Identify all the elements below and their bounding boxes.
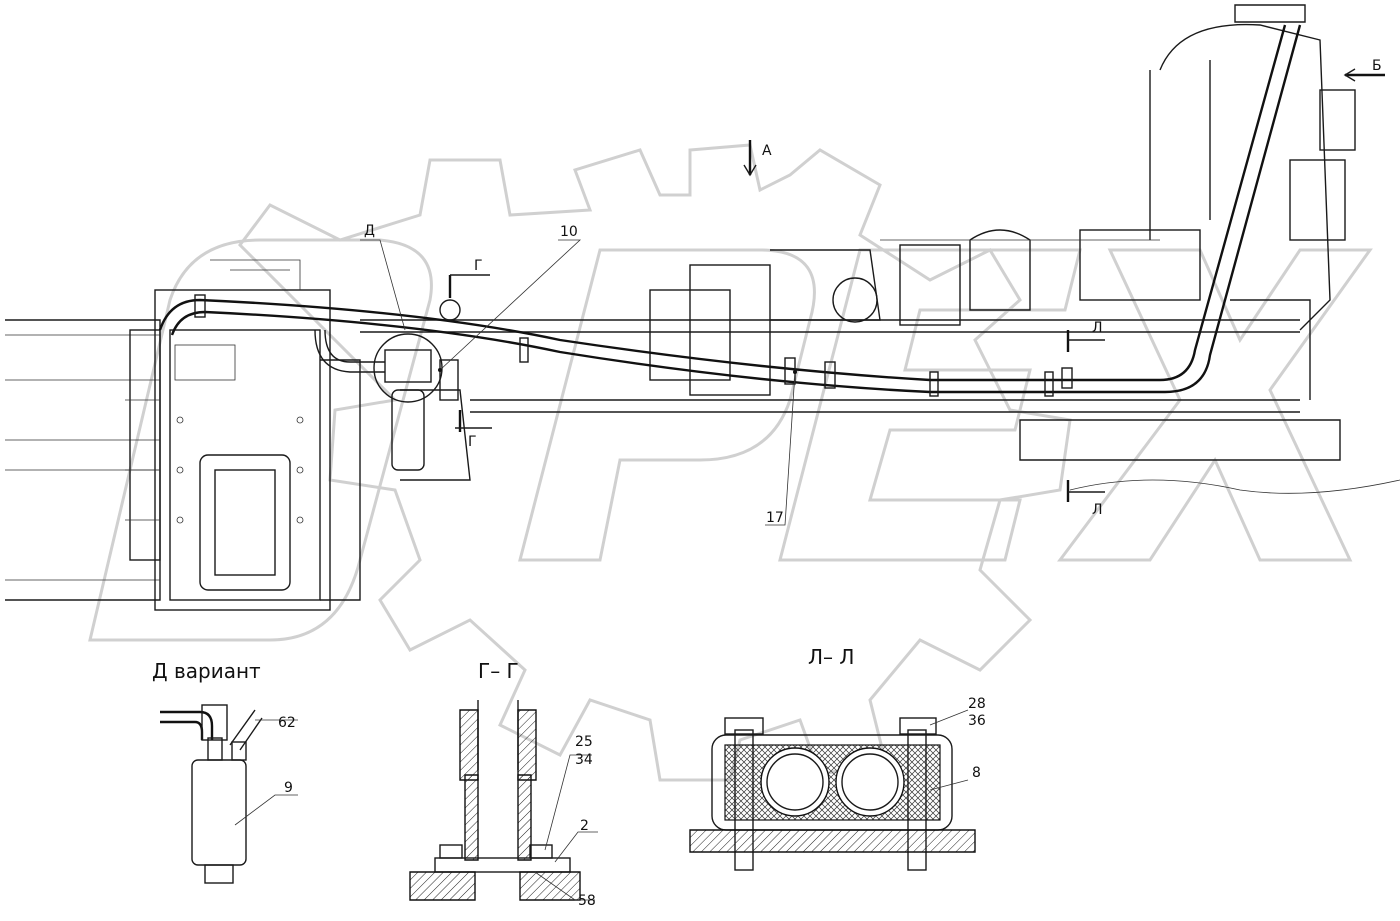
- cut-g-top-label: Г: [474, 258, 483, 274]
- leader-lines: [360, 239, 797, 526]
- frame-and-engine: [360, 23, 1400, 494]
- detail-d-label: Д: [364, 223, 375, 239]
- hydraulic-pipeline: [158, 4, 1306, 397]
- cut-l-bottom-label: Л: [1092, 502, 1103, 518]
- position-9-label: 9: [284, 780, 293, 796]
- watermark: [88, 143, 1373, 782]
- gearbox-housing: [5, 259, 471, 611]
- position-2-label: 2: [580, 818, 589, 834]
- detail-variant-title: Д вариант: [152, 659, 261, 683]
- position-10-label: 10: [560, 224, 578, 240]
- position-62-label: 62: [278, 715, 296, 731]
- position-58-label: 58: [578, 893, 596, 909]
- section-gg: [409, 700, 598, 901]
- position-8-label: 8: [972, 765, 981, 781]
- section-markers: [448, 68, 1385, 502]
- position-17-label: 17: [766, 510, 784, 526]
- cut-g-bottom-label: Г: [468, 434, 477, 450]
- position-28-label: 28: [968, 696, 986, 712]
- position-36-label: 36: [968, 713, 986, 729]
- section-ll: [689, 709, 976, 871]
- position-25-label: 25: [575, 734, 593, 750]
- detail-d-variant: [160, 704, 298, 884]
- view-b-label: Б: [1372, 58, 1382, 74]
- view-a-label: А: [762, 143, 772, 159]
- section-gg-title: Г– Г: [478, 659, 519, 683]
- position-34-label: 34: [575, 752, 593, 768]
- cut-l-top-label: Л: [1092, 320, 1103, 336]
- section-ll-title: Л– Л: [808, 645, 854, 669]
